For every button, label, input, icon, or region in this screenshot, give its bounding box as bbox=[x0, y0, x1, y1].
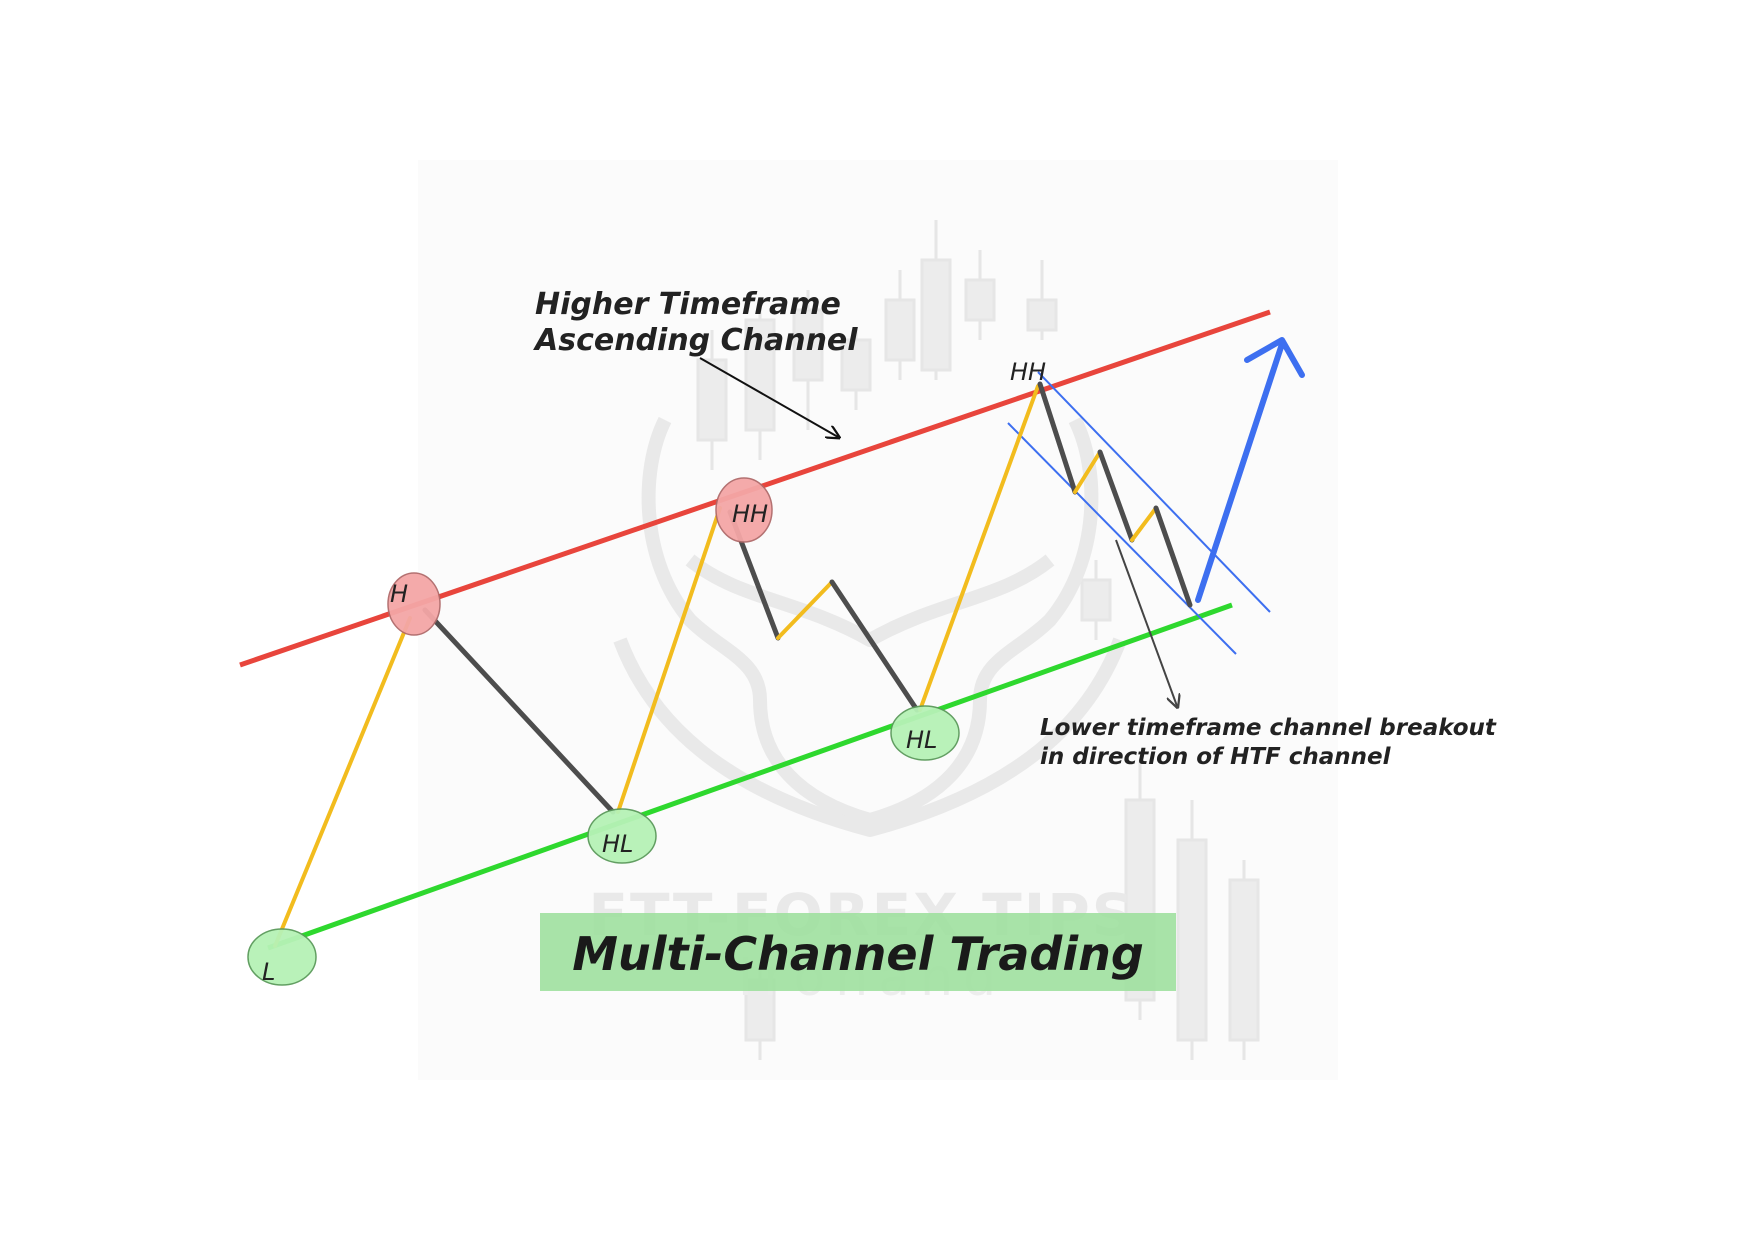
price-swings bbox=[273, 381, 1193, 948]
higher-low-marker bbox=[890, 705, 960, 761]
up-leg bbox=[1073, 450, 1102, 494]
swing-labels: L H HL HH HL HH bbox=[262, 358, 1046, 986]
low-label: L bbox=[262, 958, 275, 986]
down-leg bbox=[1097, 449, 1135, 543]
low-marker bbox=[247, 928, 317, 986]
ltf-channel-lower-line bbox=[1007, 422, 1237, 655]
up-leg bbox=[918, 384, 1040, 712]
title-banner: Multi-Channel Trading bbox=[540, 913, 1176, 991]
higher-low-label: HL bbox=[906, 726, 937, 754]
up-leg bbox=[273, 616, 412, 948]
htf-support-line bbox=[267, 602, 1233, 951]
ltf-breakout-annotation: Lower timeframe channel breakout in dire… bbox=[1040, 539, 1497, 770]
pointer-arrow-icon bbox=[1115, 539, 1177, 706]
title-banner-background bbox=[540, 913, 1176, 991]
ltf-annotation-line-2: in direction of HTF channel bbox=[1040, 744, 1392, 770]
htf-channel-annotation: Higher Timeframe Ascending Channel bbox=[533, 287, 858, 437]
pointer-arrow-icon bbox=[699, 357, 838, 437]
candlestick-watermark-icon bbox=[696, 220, 1260, 1060]
high-marker bbox=[387, 572, 441, 636]
higher-low-marker bbox=[587, 808, 657, 864]
ltf-annotation-line-1: Lower timeframe channel breakout bbox=[1040, 715, 1497, 741]
up-leg bbox=[1130, 506, 1158, 542]
swing-markers bbox=[247, 477, 960, 986]
arrow-up-right-icon bbox=[1195, 337, 1305, 603]
down-leg bbox=[422, 607, 616, 815]
htf-annotation-line-2: Ascending Channel bbox=[533, 323, 858, 358]
htf-annotation-line-1: Higher Timeframe bbox=[535, 287, 841, 322]
down-leg bbox=[1153, 505, 1193, 608]
higher-low-label: HL bbox=[602, 830, 633, 858]
higher-high-label: HH bbox=[732, 500, 768, 528]
up-leg bbox=[616, 506, 722, 814]
higher-high-marker bbox=[715, 477, 773, 543]
down-leg bbox=[829, 579, 920, 713]
title-banner-text: Multi-Channel Trading bbox=[572, 927, 1144, 981]
higher-high-label: HH bbox=[1010, 358, 1046, 386]
up-leg bbox=[776, 580, 834, 640]
down-leg bbox=[1037, 381, 1078, 495]
high-label: H bbox=[390, 580, 408, 608]
ltf-channel-upper-line bbox=[1037, 371, 1271, 613]
